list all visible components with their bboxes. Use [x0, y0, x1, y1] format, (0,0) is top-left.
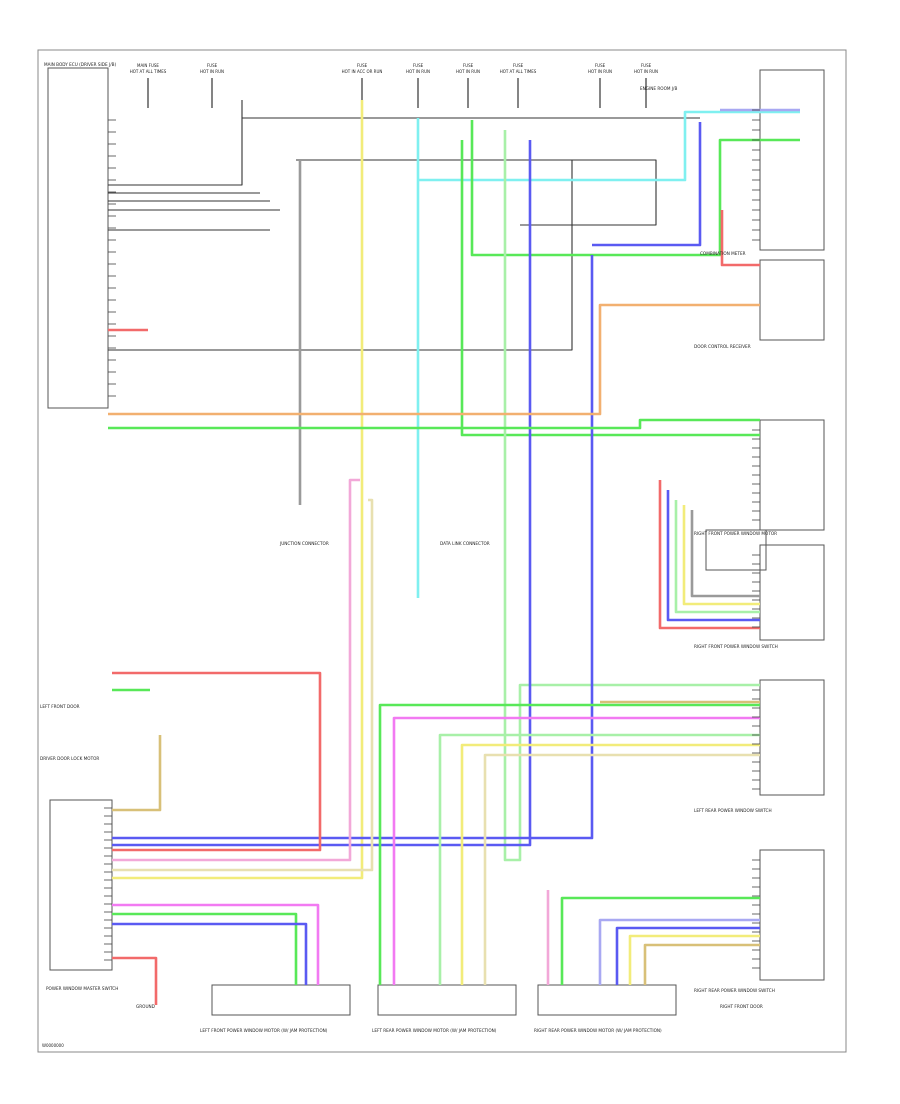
wire-42 [666, 490, 760, 622]
power-window-master-box [49, 799, 113, 971]
wire-5 [108, 160, 573, 351]
left-rear-motor-label: LEFT REAR POWER WINDOW MOTOR (W/ JAM PRO… [372, 1028, 497, 1033]
fuse-sub-4: HOT IN RUN [456, 69, 480, 74]
wire-22 [108, 418, 760, 430]
wire-27 [378, 703, 760, 985]
junction-box [705, 529, 767, 571]
wire-32 [560, 896, 760, 985]
power-window-master-label: POWER WINDOW MASTER SWITCH [46, 986, 118, 991]
fuse-name-2: FUSE [357, 63, 368, 68]
door-control-receiver-box [759, 69, 825, 251]
wire-45 [690, 510, 760, 598]
wire-7 [296, 159, 657, 226]
wire-36 [643, 943, 760, 985]
wire-20 [112, 671, 322, 852]
left-front-door-label: LEFT FRONT DOOR [40, 704, 80, 709]
right-front-motor-label: RIGHT FRONT POWER WINDOW MOTOR [694, 531, 777, 536]
wire-26 [392, 716, 760, 985]
wire-9 [112, 100, 364, 880]
right-rear-motor-box [537, 984, 677, 1016]
combination-meter-label: COMBINATION METER [700, 251, 746, 256]
wire-28 [438, 733, 760, 985]
fuse-name-6: FUSE [595, 63, 606, 68]
data-link-label: DATA LINK CONNECTOR [440, 541, 490, 546]
wire-14 [503, 130, 760, 862]
fuse-sub-3: HOT IN RUN [406, 69, 430, 74]
wire-39 [112, 922, 308, 985]
fuse-name-4: FUSE [463, 63, 474, 68]
wire-17 [592, 122, 702, 247]
right-front-switch-label: RIGHT FRONT POWER WINDOW SWITCH [694, 644, 778, 649]
right-rear-switch-box [759, 849, 825, 981]
fuse-name-3: FUSE [413, 63, 424, 68]
combination-meter-box [759, 259, 825, 341]
right-front-door-label: RIGHT FRONT DOOR [720, 1004, 763, 1009]
wire-0 [108, 100, 243, 186]
fuse-sub-7: HOT IN RUN [634, 69, 658, 74]
junction-connector-label: JUNCTION CONNECTOR [279, 541, 329, 546]
right-front-motor-box [759, 419, 825, 531]
diagram-frame [37, 49, 847, 1053]
wire-18 [720, 210, 760, 267]
left-rear-motor-box [377, 984, 517, 1016]
wire-15 [112, 140, 532, 847]
fuse-name-1: FUSE [207, 63, 218, 68]
driver-door-lock-label: DRIVER DOOR LOCK MOTOR [40, 756, 99, 761]
right-rear-switch-label: RIGHT REAR POWER WINDOW SWITCH [694, 988, 775, 993]
wire-34 [615, 926, 760, 985]
diagram-code: W0000000 [42, 1043, 64, 1048]
fuse-sub-0: HOT AT ALL TIMES [130, 69, 167, 74]
left-front-motor-box [211, 984, 351, 1016]
wire-44 [682, 505, 760, 606]
right-rear-motor-label: RIGHT REAR POWER WINDOW MOTOR (W/ JAM PR… [534, 1028, 662, 1033]
wire-38 [112, 903, 320, 985]
fuse-sub-5: HOT AT ALL TIMES [500, 69, 537, 74]
wire-13 [470, 120, 800, 257]
engine-room-jb-label: ENGINE ROOM J/B [640, 86, 677, 91]
wire-43 [674, 500, 760, 614]
left-rear-switch-box [759, 679, 825, 796]
right-front-switch-box [759, 544, 825, 641]
wire-30 [483, 753, 760, 985]
wire-37 [112, 912, 298, 985]
connector-ticks [104, 109, 760, 969]
wire-35 [628, 934, 760, 985]
wire-33 [598, 918, 760, 985]
left-rear-switch-label: LEFT REAR POWER WINDOW SWITCH [694, 808, 772, 813]
wire-16 [112, 255, 594, 840]
wire-23 [112, 478, 360, 862]
wire-40 [112, 956, 158, 1005]
ground-label: GROUND [136, 1004, 155, 1009]
fuse-name-5: FUSE [513, 63, 524, 68]
wire-11 [418, 110, 800, 182]
wire-harness [108, 100, 800, 1005]
fuse-sub-2: HOT IN ACC OR RUN [342, 69, 383, 74]
wire-29 [460, 743, 760, 985]
main-body-ecu-box [47, 67, 109, 409]
main-body-ecu-label: MAIN BODY ECU (DRIVER SIDE J/B) [44, 62, 116, 67]
wire-12 [460, 140, 760, 437]
door-control-receiver-label: DOOR CONTROL RECEIVER [694, 344, 751, 349]
wire-48 [112, 498, 374, 872]
left-front-motor-label: LEFT FRONT POWER WINDOW MOTOR (W/ JAM PR… [200, 1028, 328, 1033]
fuse-name-7: FUSE [641, 63, 652, 68]
wire-24 [112, 735, 162, 812]
fuse-sub-1: HOT IN RUN [200, 69, 224, 74]
wire-41 [658, 480, 760, 630]
wire-21 [108, 303, 760, 416]
fuse-sub-6: HOT IN RUN [588, 69, 612, 74]
fuse-name-0: MAIN FUSE [137, 63, 159, 68]
